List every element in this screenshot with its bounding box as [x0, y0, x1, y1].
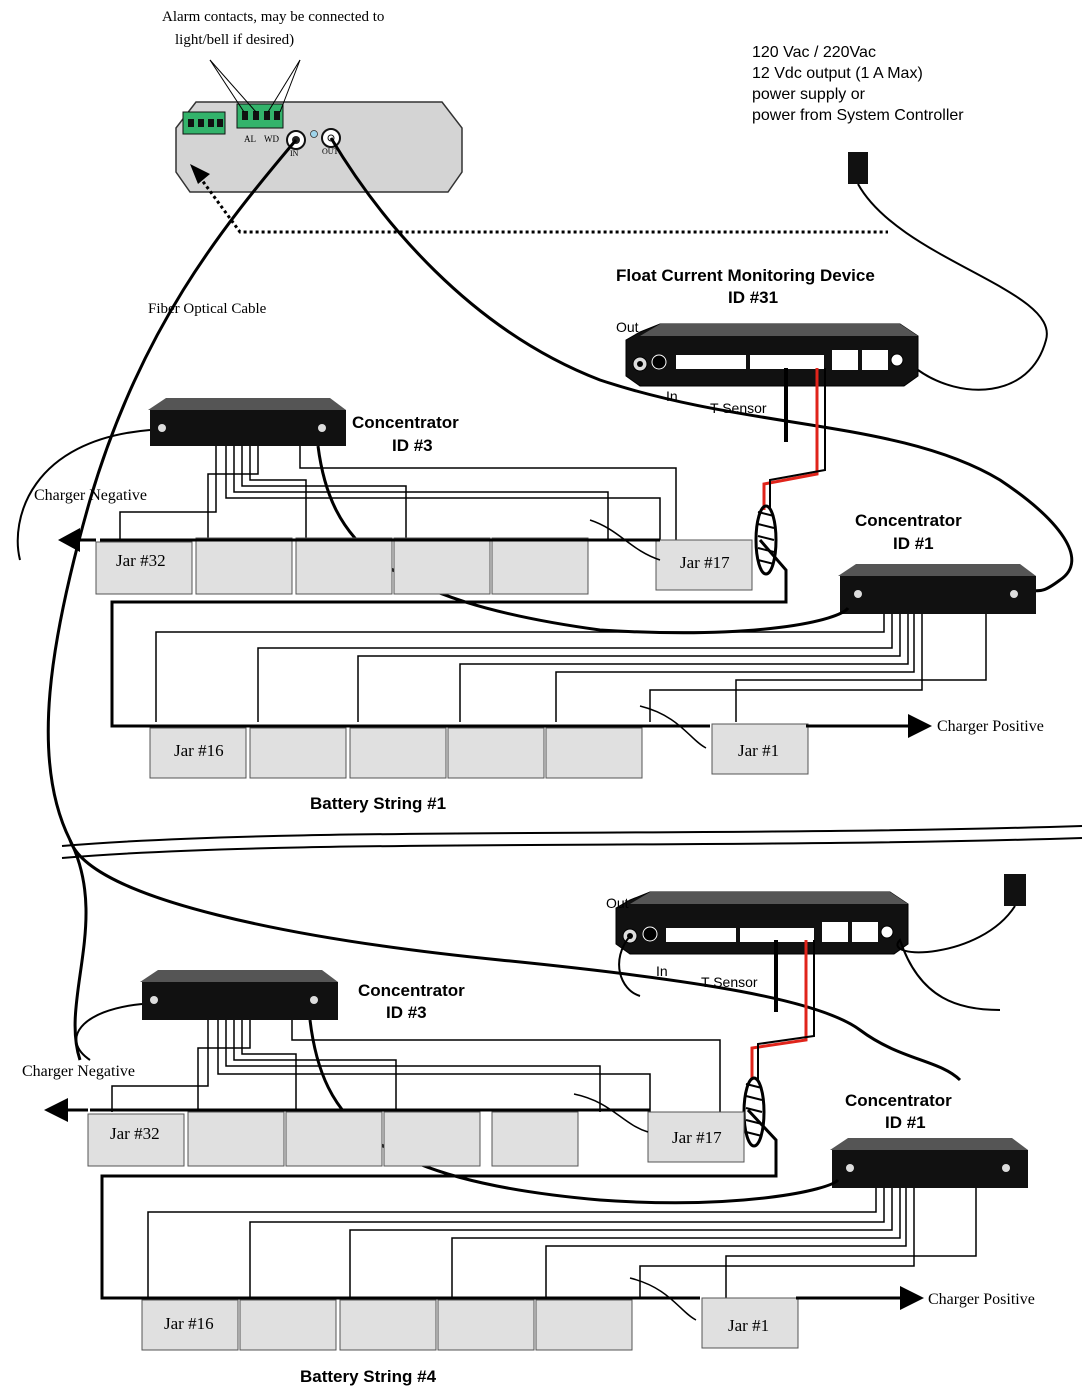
- concentrator-label-id3-bottom: Concentrator: [358, 981, 465, 1000]
- fcm-in-label-bottom: In: [656, 963, 668, 979]
- concentrator-label-id3-top: Concentrator: [352, 413, 459, 432]
- sense-wires-id3-top: [119, 446, 677, 540]
- battery-row-lower-bottom: [141, 1297, 799, 1351]
- battery-string1-label: Battery String #1: [310, 794, 446, 813]
- power-adapter-icon-bottom: [1004, 874, 1026, 906]
- al-label: AL: [244, 134, 256, 144]
- power-cable-bottom: [896, 905, 1016, 1011]
- sense-wires-id1-bottom: [147, 1188, 977, 1298]
- concentrator-id3-bottom: [140, 970, 338, 1020]
- jar17-label-top: Jar #17: [680, 553, 730, 572]
- charger-positive-label-bottom: Charger Positive: [928, 1291, 1035, 1308]
- in-port-label: IN: [290, 149, 299, 158]
- alarm-note-line1: Alarm contacts, may be connected to: [162, 9, 384, 25]
- jar16-label-bottom: Jar #16: [164, 1314, 214, 1333]
- fcm-title-line2: ID #31: [728, 288, 778, 307]
- power-line2: 12 Vdc output (1 A Max): [752, 65, 923, 82]
- concentrator-label-id1-bottom: Concentrator: [845, 1091, 952, 1110]
- fcm-out-label-bottom: Out: [606, 895, 629, 911]
- fiber-cable-label: Fiber Optical Cable: [148, 301, 267, 317]
- power-adapter-icon-top: [848, 152, 868, 184]
- concentrator-label-id1-top: Concentrator: [855, 511, 962, 530]
- t-sensor-label-bottom: T Sensor: [701, 974, 758, 990]
- wd-label: WD: [264, 134, 279, 144]
- sensor-wire-red-bottom: [750, 940, 808, 1080]
- alarm-callout-lines: [209, 59, 301, 113]
- fcm-device-bottom: [615, 891, 909, 955]
- power-line4: power from System Controller: [752, 107, 964, 124]
- id1-label-top: ID #1: [893, 534, 934, 553]
- current-sensor-coil-top: [754, 504, 778, 576]
- link-id3-to-id1-top: [316, 445, 850, 635]
- fcm-device-top: [625, 323, 919, 387]
- out-port-label: OUT: [322, 147, 339, 156]
- battery-string4-label: Battery String #4: [300, 1367, 437, 1386]
- id1-label-bottom: ID #1: [885, 1113, 926, 1132]
- fcm-out-label-top: Out: [616, 319, 639, 335]
- sensor-wire-red-top: [762, 368, 819, 510]
- charger-negative-label-top: Charger Negative: [34, 487, 147, 504]
- concentrator-id3-top: [148, 398, 346, 446]
- battery-row-upper-top: [95, 537, 753, 595]
- jar16-label-top: Jar #16: [174, 741, 224, 760]
- power-cable-top: [857, 183, 1048, 391]
- sense-wires-id3-bottom: [111, 1020, 721, 1112]
- sense-wires-id1-top: [155, 614, 987, 722]
- fcm-in-label-top: In: [666, 388, 678, 404]
- id3-label-top: ID #3: [392, 436, 433, 455]
- jar32-label-top: Jar #32: [116, 551, 166, 570]
- charger-positive-label-top: Charger Positive: [937, 718, 1044, 735]
- led-icon: [310, 130, 318, 138]
- fcm-title-line1: Float Current Monitoring Device: [616, 266, 875, 285]
- jar32-label-bottom: Jar #32: [110, 1124, 160, 1143]
- power-line3: power supply or: [752, 86, 866, 103]
- power-line1: 120 Vac / 220Vac: [752, 44, 876, 61]
- jar17-label-bottom: Jar #17: [672, 1128, 722, 1147]
- battery-row-lower-top: [149, 723, 809, 779]
- fiber-cables: [46, 137, 1074, 1082]
- jar1-label-bottom: Jar #1: [728, 1316, 769, 1335]
- dotted-link: [194, 171, 888, 234]
- jar1-label-top: Jar #1: [738, 741, 779, 760]
- concentrator-id1-bottom: [830, 1138, 1028, 1188]
- alarm-note-line2: light/bell if desired): [175, 32, 294, 48]
- id3-label-bottom: ID #3: [386, 1003, 427, 1022]
- charger-negative-label-bottom: Charger Negative: [22, 1063, 135, 1080]
- t-sensor-label-top: T Sensor: [710, 400, 767, 416]
- concentrator-id1-top: [838, 564, 1036, 614]
- alarm-receiver-box: AL WD IN OUT: [175, 101, 463, 193]
- battery-row-upper-bottom: [87, 1111, 745, 1167]
